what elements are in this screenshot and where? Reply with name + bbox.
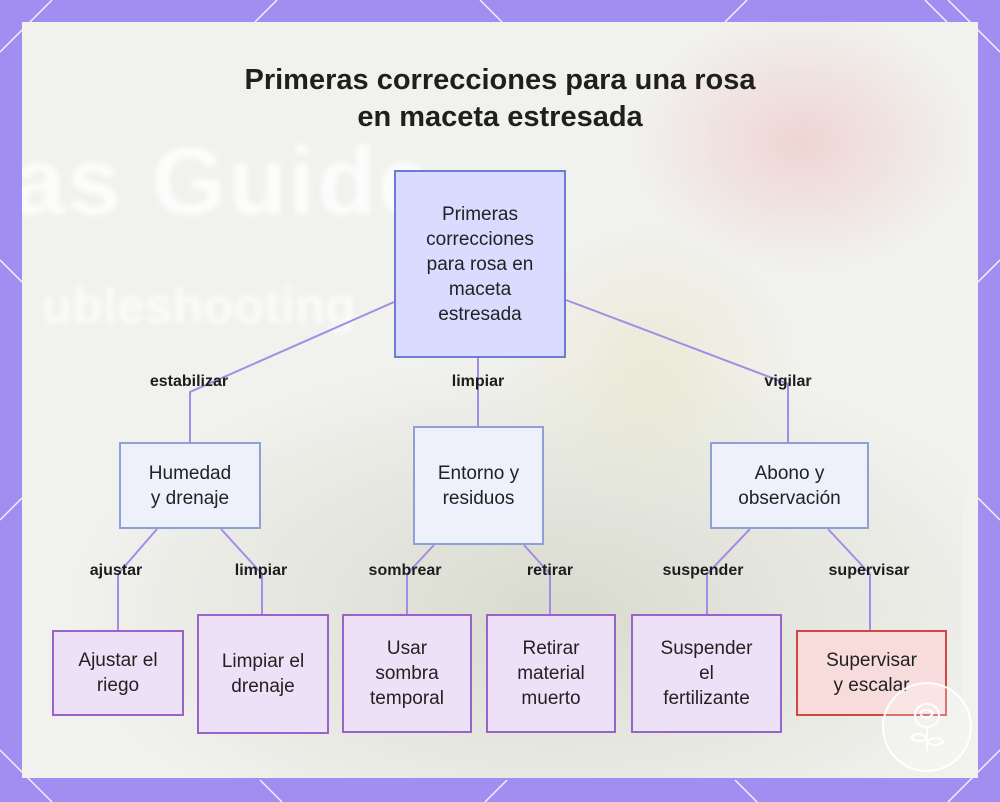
node-text: Limpiar el drenaje (222, 649, 304, 699)
title-line: en maceta estresada (357, 101, 643, 133)
node-text-line: para rosa en (426, 253, 534, 275)
node-text: Retirar material muerto (517, 636, 585, 711)
edge-branch-2-0 (706, 528, 751, 614)
edge-layer (117, 299, 871, 630)
action-node: Usar sombra temporal (342, 614, 472, 733)
node-text-line: y escalar (833, 675, 910, 696)
edge-branch-0-0 (117, 528, 158, 630)
edge-branch-1-0 (406, 544, 435, 614)
edge-label: suspender (662, 562, 744, 579)
edge-root-to-0 (189, 301, 395, 442)
action-node: Retirar material muerto (486, 614, 616, 733)
action-node: Suspender el fertilizante (631, 614, 782, 733)
node-text-line: fertilizante (663, 688, 750, 709)
node-text-line: Suspender (660, 638, 753, 659)
category-node: Entorno y residuos (413, 426, 544, 545)
node-text: Ajustar el riego (78, 648, 157, 698)
node-text-line: correcciones (426, 228, 534, 250)
node-text-line: Primeras (441, 203, 518, 225)
title-line: Primeras correcciones para una rosa (244, 64, 756, 96)
node-text-line: Humedad (148, 462, 232, 484)
edge-label: ajustar (89, 562, 143, 579)
diagram-panel: as Guide ubleshooting Primeras correccio… (22, 22, 978, 778)
edge-root-to-2 (565, 299, 789, 442)
node-text-line: y drenaje (150, 487, 230, 509)
diagram-title: Primeras correcciones para una rosa en m… (172, 62, 828, 136)
node-text-line: observación (738, 487, 841, 509)
node-text-line: residuos (442, 487, 515, 509)
node-text: Abono y observación (738, 461, 840, 511)
node-text-line: Limpiar el (221, 651, 305, 672)
edge-label: supervisar (828, 562, 910, 579)
edge-branch-2-1 (827, 528, 871, 630)
edge-branch-1-1 (523, 544, 551, 614)
background-brand-text: as Guide (22, 128, 434, 235)
category-node: Abono y observación (710, 442, 869, 529)
background-brand-subtext: ubleshooting (42, 278, 356, 334)
node-text-line: drenaje (231, 676, 295, 697)
node-text: Entorno y residuos (438, 461, 519, 511)
node-text-line: Abono y (754, 462, 825, 484)
node-text-line: Ajustar el (78, 650, 158, 671)
rose-logo-icon (882, 682, 972, 772)
node-text-line: Usar (386, 638, 428, 659)
node-text-line: Entorno y (437, 462, 520, 484)
edge-branch-0-1 (220, 528, 263, 614)
edge-label: estabilizar (149, 373, 229, 390)
node-text-line: maceta (448, 278, 512, 300)
node-text-line: riego (96, 675, 140, 696)
edge-label: limpiar (234, 562, 288, 579)
node-text-line: el (699, 663, 714, 684)
action-node: Limpiar el drenaje (197, 614, 329, 734)
node-text-line: Retirar (522, 638, 580, 659)
node-text: Supervisar y escalar (826, 648, 917, 698)
node-text: Humedad y drenaje (149, 461, 231, 511)
node-text: Suspender el fertilizante (661, 636, 753, 711)
node-text-line: estresada (438, 303, 522, 325)
node-text-line: temporal (370, 688, 444, 709)
node-text-line: sombra (375, 663, 439, 684)
node-text-line: muerto (521, 688, 581, 709)
node-text: Primeras correcciones para rosa en maceta es… (426, 202, 534, 327)
action-node: Ajustar el riego (52, 630, 184, 716)
edge-label: retirar (526, 562, 574, 579)
root-node: Primeras correcciones para rosa en maceta es… (394, 170, 566, 358)
edge-label: vigilar (764, 373, 812, 390)
node-text-line: material (517, 663, 585, 684)
category-node: Humedad y drenaje (119, 442, 261, 529)
edge-label: sombrear (368, 562, 442, 579)
node-text-line: Supervisar (826, 650, 917, 671)
node-text: Usar sombra temporal (370, 636, 444, 711)
edge-label: limpiar (451, 373, 505, 390)
